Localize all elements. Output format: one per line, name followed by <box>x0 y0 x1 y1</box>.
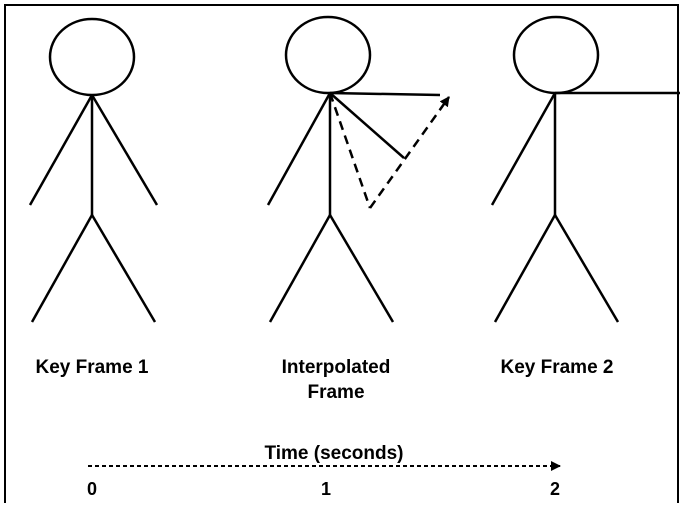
figure-left-arm <box>266 92 332 206</box>
label-interpolated-line2: Frame <box>307 382 365 403</box>
figure-head <box>512 15 600 95</box>
figure-left-leg <box>268 214 332 323</box>
figure-arm-interpolated <box>329 92 405 159</box>
figure-left-arm <box>490 92 557 206</box>
label-key-frame-2: Key Frame 2 <box>500 357 614 378</box>
figure-left-leg <box>30 214 94 323</box>
figure-arm-raised <box>329 91 441 97</box>
stick-figure-interpolated-frame <box>266 15 451 323</box>
timeline-tick-1: 1 <box>320 479 331 499</box>
figure-head <box>284 15 372 95</box>
timeline-tick-0: 0 <box>86 479 97 499</box>
figure-right-arm <box>90 94 159 206</box>
timeline-tick-2: 2 <box>549 479 560 499</box>
figure-left-arm <box>28 94 94 206</box>
label-key-frame-1: Key Frame 1 <box>35 357 149 378</box>
label-interpolated-line1: Interpolated <box>281 357 391 378</box>
stick-figure-key-frame-2 <box>490 15 680 323</box>
figure-head <box>48 17 136 97</box>
figure-right-leg <box>553 214 620 323</box>
figure-left-leg <box>493 214 557 323</box>
stick-figure-key-frame-1 <box>28 17 159 323</box>
motion-path-dashed-1 <box>328 92 372 209</box>
motion-path-dashed-2 <box>368 96 451 209</box>
label-interpolated-frame: Interpolated Frame <box>246 355 426 405</box>
figure-right-leg <box>90 214 157 323</box>
timeline-title: Time (seconds) <box>264 443 404 464</box>
figure-right-leg <box>328 214 395 323</box>
